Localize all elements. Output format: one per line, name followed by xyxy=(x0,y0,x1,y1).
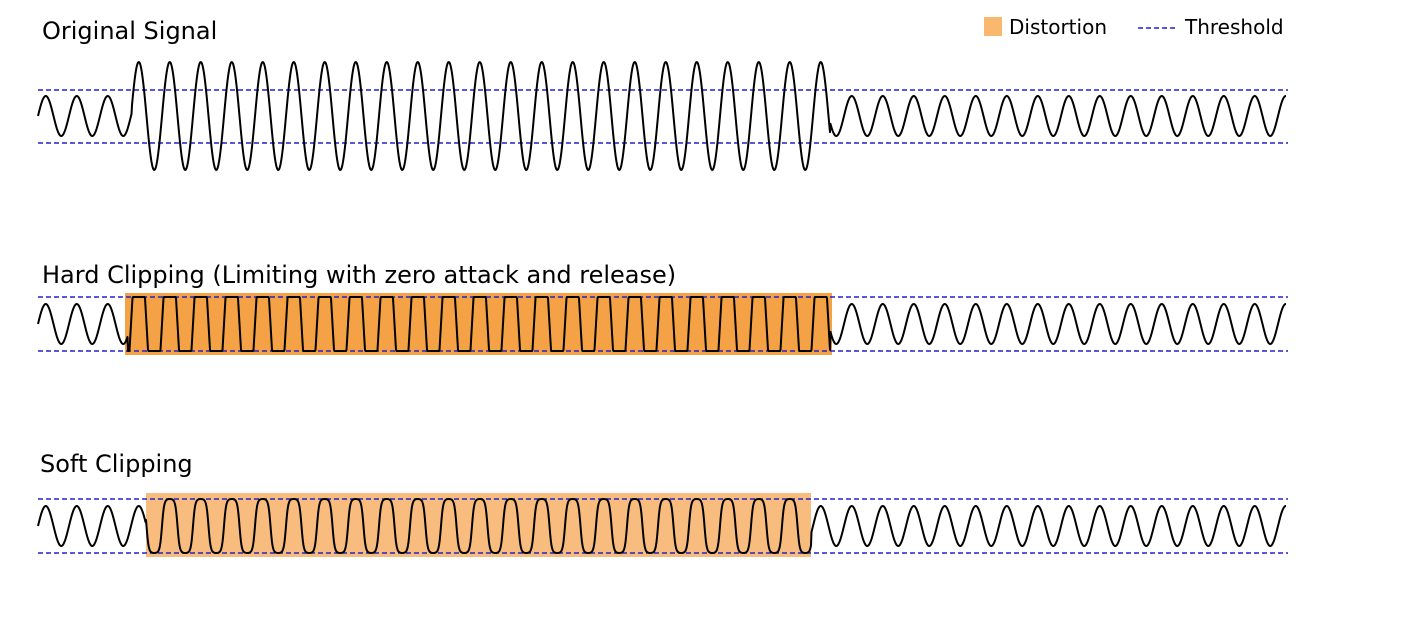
panel-title-original: Original Signal xyxy=(42,17,217,45)
distortion-region-hard xyxy=(125,293,832,355)
waveform-hard-clipping xyxy=(37,296,1287,352)
distortion-region-soft xyxy=(146,493,811,557)
legend-threshold-label: Threshold xyxy=(1184,15,1284,39)
panel-hard-clipping: Hard Clipping (Limiting with zero attack… xyxy=(37,261,1288,355)
panel-title-soft-clipping: Soft Clipping xyxy=(40,450,193,478)
legend-distortion-swatch xyxy=(984,17,1002,36)
panel-soft-clipping: Soft Clipping xyxy=(37,450,1288,557)
legend: Distortion Threshold xyxy=(984,15,1284,39)
waveform-original xyxy=(37,61,1287,171)
legend-distortion-label: Distortion xyxy=(1009,15,1107,39)
waveform-soft-clipping xyxy=(37,498,1287,554)
panel-title-hard-clipping: Hard Clipping (Limiting with zero attack… xyxy=(42,261,676,289)
panel-original: Original Signal xyxy=(37,17,1288,171)
